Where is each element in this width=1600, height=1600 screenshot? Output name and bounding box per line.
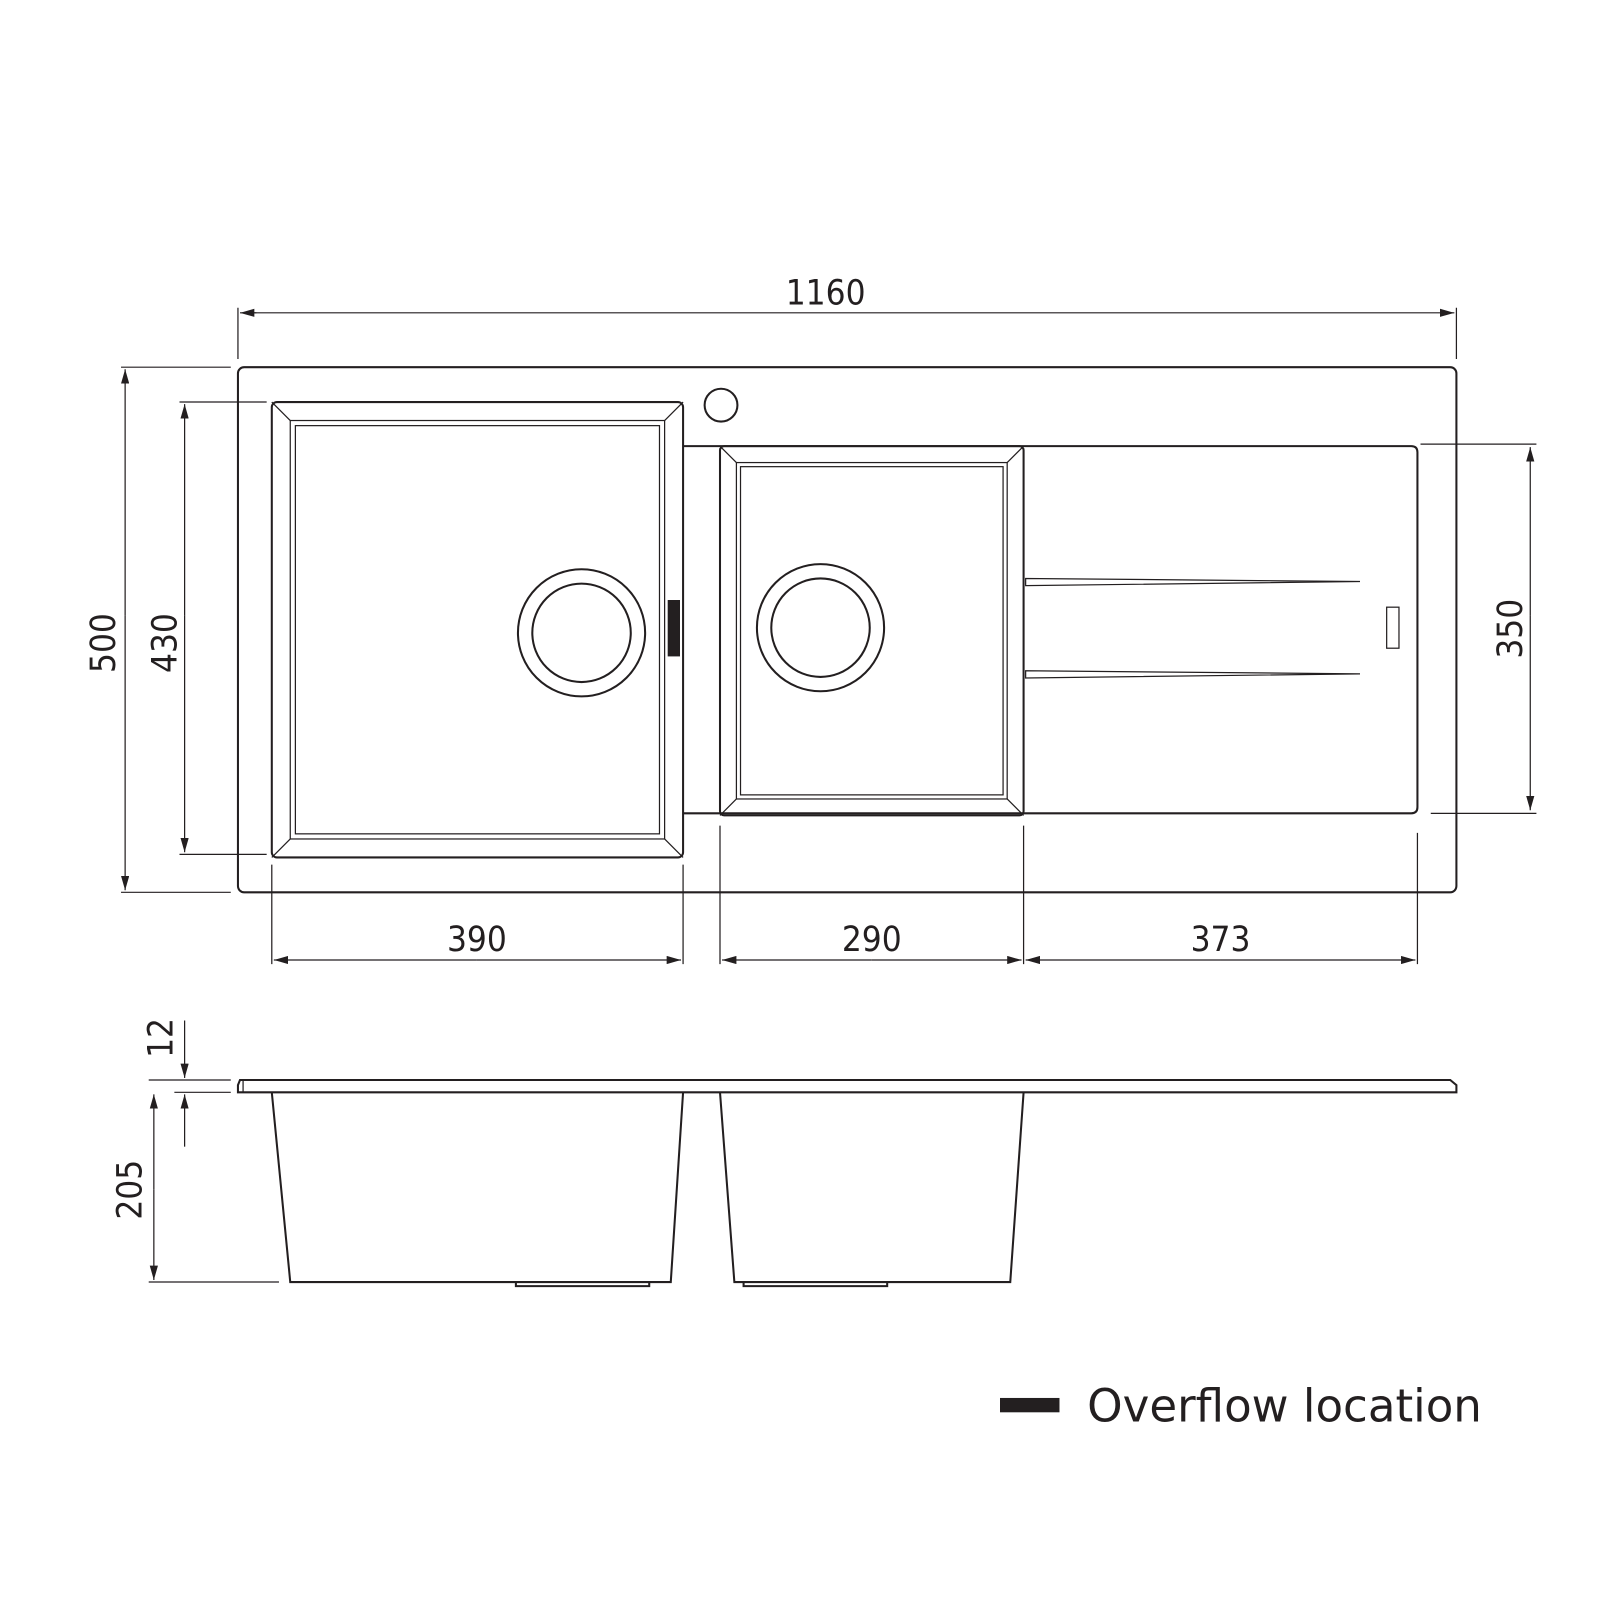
main-bowl xyxy=(270,401,685,859)
top-view xyxy=(236,366,1458,894)
drain-outer xyxy=(516,568,647,698)
dim-12: 12 xyxy=(141,1018,181,1058)
legend-label: Overflow location xyxy=(1087,1380,1482,1433)
overflow-legend-swatch xyxy=(1000,1397,1060,1413)
dim-205: 205 xyxy=(111,1160,151,1220)
main-bowl-profile xyxy=(270,1092,685,1284)
dim-350: 350 xyxy=(1491,599,1531,659)
dimensions: 1160 500 430 350 390 290 373 xyxy=(84,274,1537,965)
dim-290: 290 xyxy=(842,920,902,960)
drain-stubs xyxy=(514,1282,889,1288)
dim-1160: 1160 xyxy=(786,274,866,314)
legend: Overflow location xyxy=(1000,1380,1482,1433)
tap-hole xyxy=(703,387,739,423)
sink-outline xyxy=(236,366,1458,894)
dim-500: 500 xyxy=(84,613,124,673)
second-bowl-profile xyxy=(718,1092,1025,1284)
drainer-grooves xyxy=(1025,577,1400,679)
dim-430: 430 xyxy=(145,613,185,673)
dim-390: 390 xyxy=(447,920,507,960)
dim-373: 373 xyxy=(1191,920,1251,960)
drainer-area xyxy=(683,445,1419,815)
second-bowl xyxy=(718,445,1025,817)
overflow-marker xyxy=(667,600,680,657)
drain-inner xyxy=(531,582,632,684)
side-view: 12 205 xyxy=(111,1018,1458,1288)
